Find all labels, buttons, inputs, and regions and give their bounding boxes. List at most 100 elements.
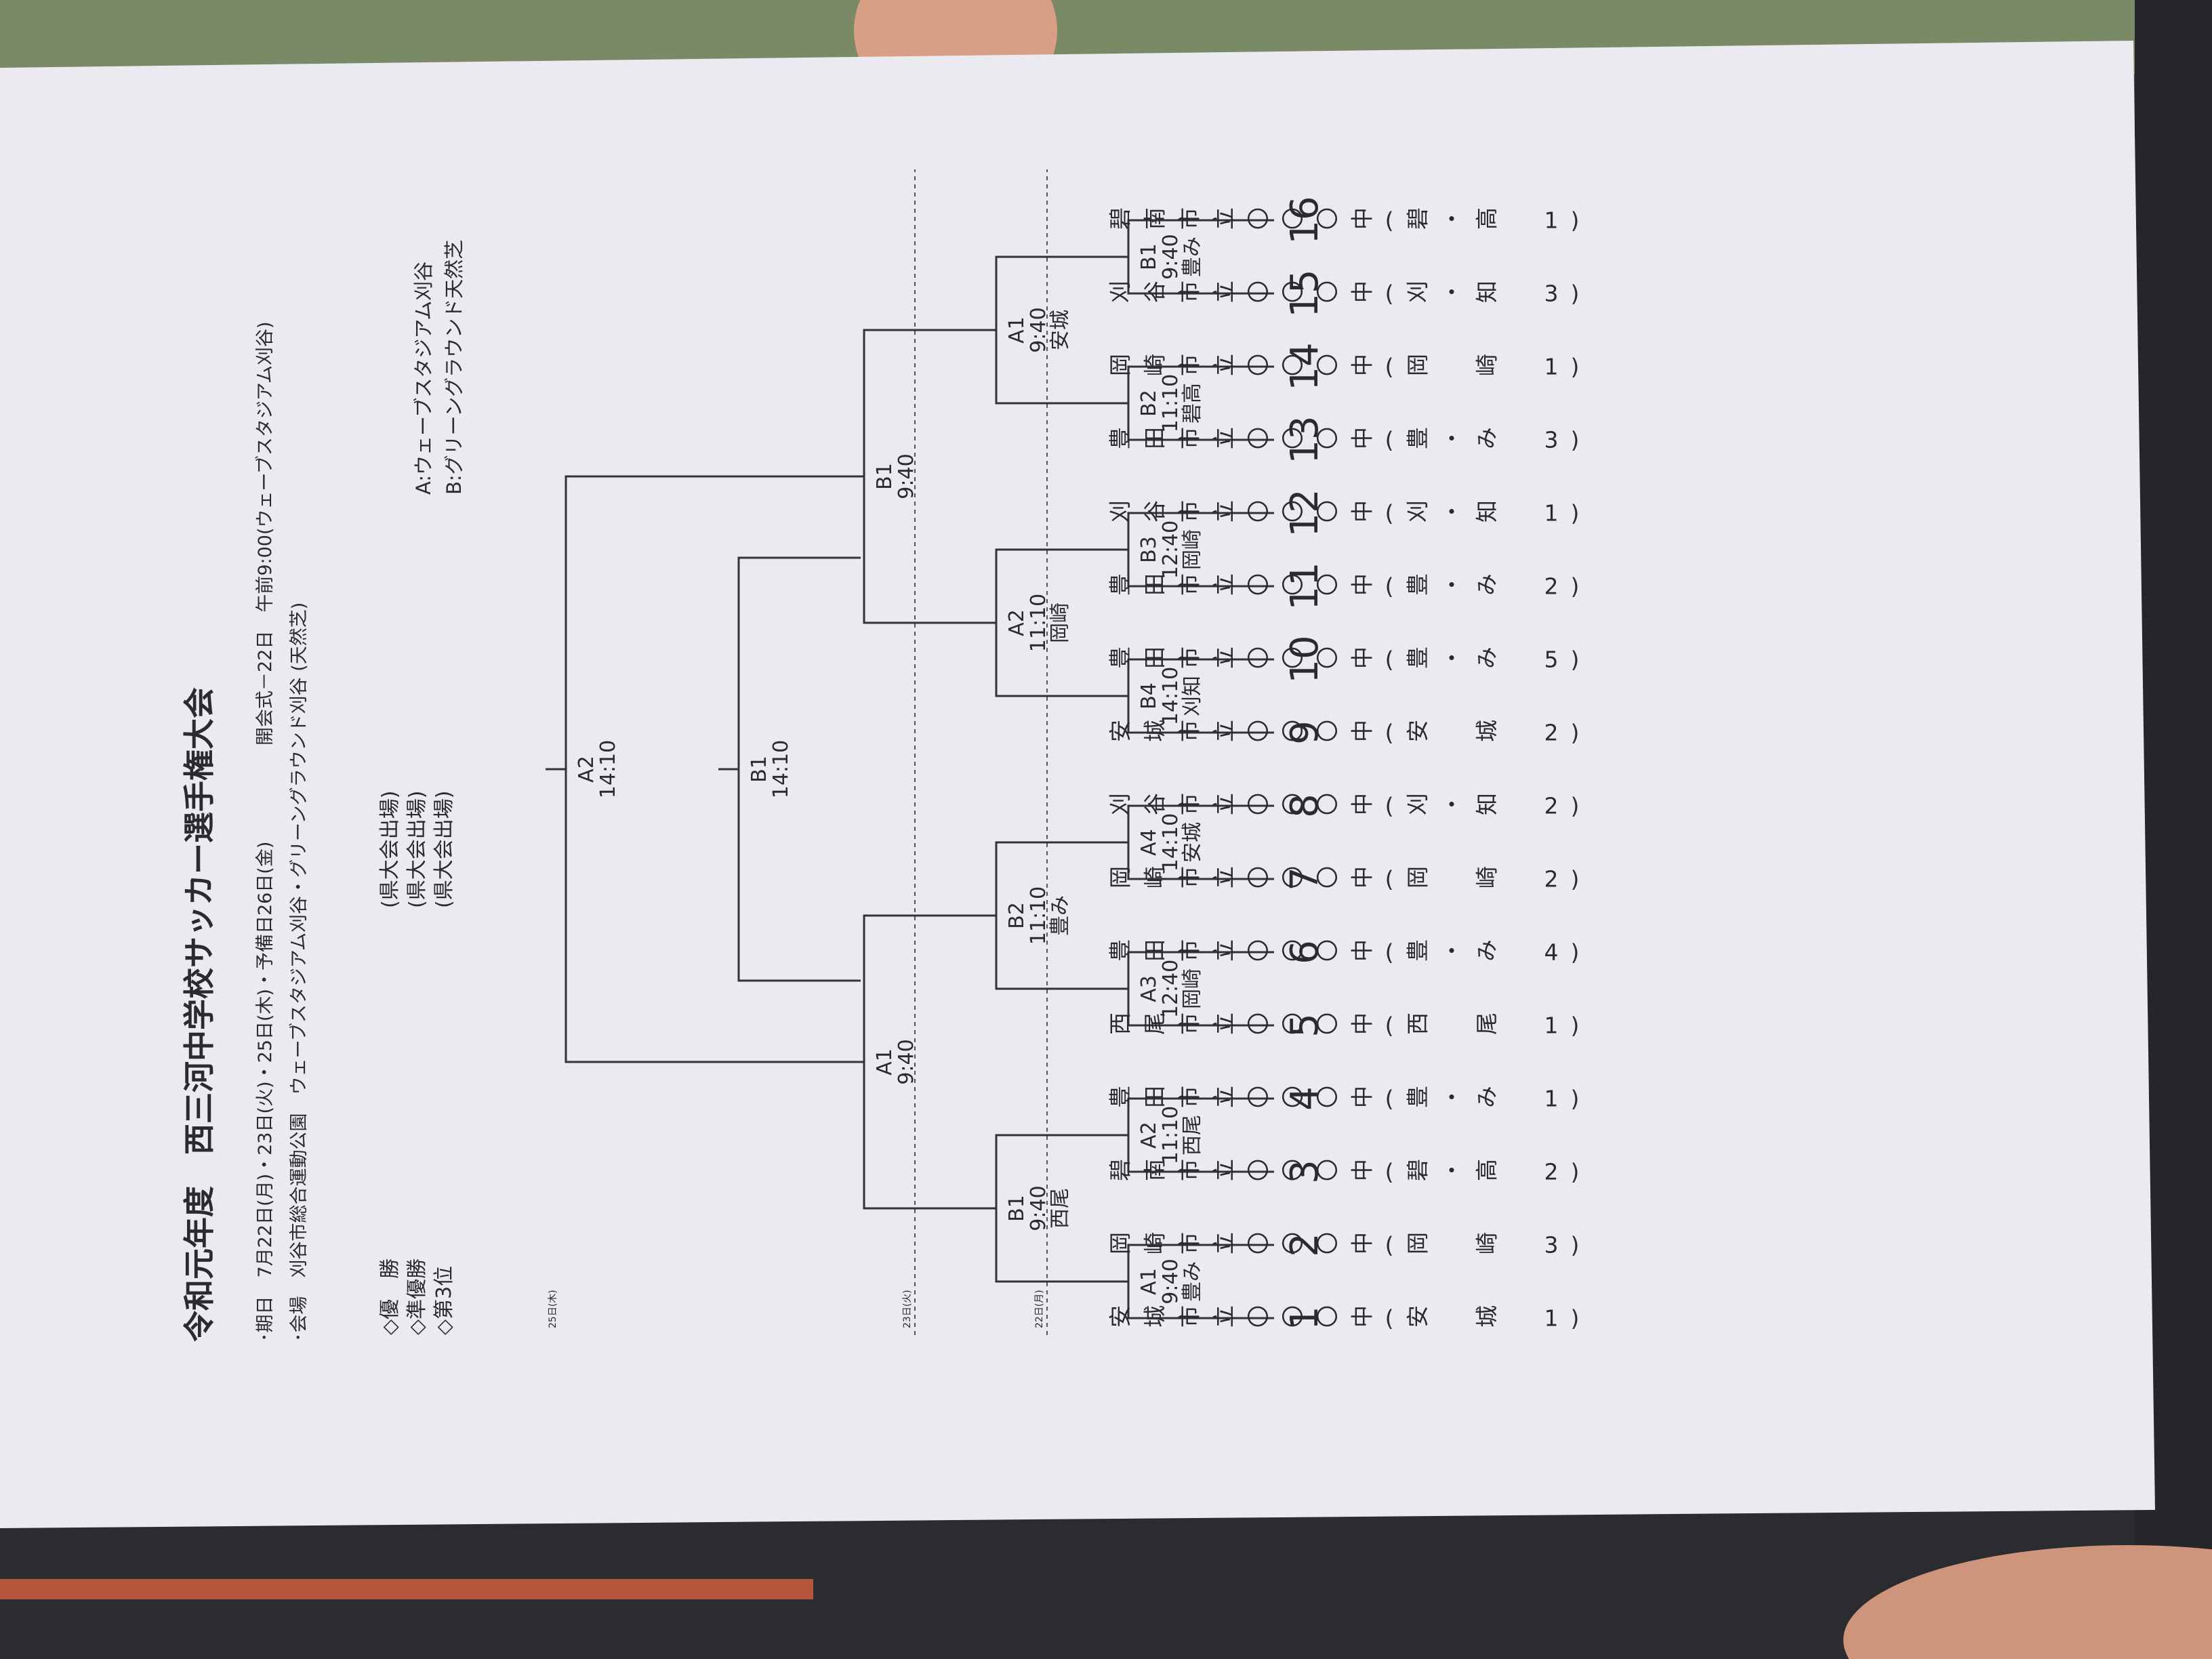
award-label: ◇準優勝 <box>405 1258 429 1335</box>
schedule-dates: ･期日 7月22日(月)・23日(火)・25日(木)・予備日26日(金) <box>255 842 276 1342</box>
day-label: 23日(火) <box>902 1290 913 1328</box>
award-label: ◇第3位 <box>432 1266 456 1335</box>
match-label-line: 14:10 <box>1159 813 1183 872</box>
team-number: 8 <box>1283 794 1327 818</box>
match-label-line: A2 <box>1005 609 1029 636</box>
award-note: (県大会出場) <box>378 791 402 908</box>
team-number: 11 <box>1283 562 1327 610</box>
awards-block: ◇優 勝 ◇準優勝 ◇第3位 (県大会出場) (県大会出場) (県大会出場) <box>378 791 456 1335</box>
team-number: 1 <box>1283 1306 1327 1330</box>
team-number: 9 <box>1283 720 1327 745</box>
venue-legend: A:ウェーブスタジアム刈谷 B:グリーングラウンド天然芝 <box>412 240 466 495</box>
day-label: 25日(木) <box>548 1290 558 1328</box>
team-number: 14 <box>1283 342 1327 390</box>
match-label-line: 11:10 <box>1027 594 1050 652</box>
match-label-line: 岡崎 <box>1181 529 1204 570</box>
hand-bottom-right <box>1843 1545 2212 1659</box>
match-label-line: 西尾 <box>1181 1115 1204 1155</box>
match-label-line: A4 <box>1137 829 1161 856</box>
team-school: 豊田市立〇〇〇中(豊・み 2) <box>1109 573 1592 600</box>
team-school: 安城市立〇〇〇中(安 城 2) <box>1109 720 1592 746</box>
match-label-line: B2 <box>1005 902 1029 929</box>
team-school: 岡崎市立〇〇〇中(岡 崎 3) <box>1109 1232 1592 1258</box>
team-school: 豊田市立〇〇〇中(豊・み 5) <box>1109 647 1592 673</box>
team-number: 10 <box>1283 635 1327 683</box>
team-school: 安城市立〇〇〇中(安 城 1) <box>1109 1305 1592 1332</box>
match-label-line: 9:40 <box>1027 307 1050 352</box>
tablet-case-edge <box>0 1579 813 1599</box>
team-number: 13 <box>1283 415 1327 464</box>
match-label-line: A2 <box>1137 1122 1161 1149</box>
bracket-document: 令和元年度 西三河中学校サッカー選手権大会 ･期日 7月22日(月)・23日(火… <box>181 169 1591 1342</box>
match-label-line: B2 <box>1137 390 1161 417</box>
team-number: 15 <box>1283 269 1327 317</box>
match-label-line: 9:40 <box>1159 1258 1183 1304</box>
match-label-line: 安城 <box>1048 310 1072 350</box>
match-label-line: 豊み <box>1181 1261 1204 1302</box>
semifinal-match: B19:40 <box>873 453 918 499</box>
match-label-line: 11:10 <box>1027 886 1050 945</box>
match-label-line: B3 <box>1137 536 1161 563</box>
match-label-line: 14:10 <box>1159 667 1183 725</box>
team-school: 豊田市立〇〇〇中(豊・み 1) <box>1109 1086 1592 1112</box>
paper-sheet <box>0 41 2155 1528</box>
match-label-line: 12:40 <box>1159 520 1183 579</box>
bracket-tree <box>546 219 1274 1319</box>
day-separators: 22日(月) 23日(火) 25日(木) <box>548 169 1048 1335</box>
team-school: 岡崎市立〇〇〇中(岡 崎 1) <box>1109 354 1592 380</box>
team-school: 刈谷市立〇〇〇中(刈・知 3) <box>1109 281 1592 307</box>
match-label-line: B1 <box>747 756 771 783</box>
team-school: 豊田市立〇〇〇中(豊・み 3) <box>1109 427 1592 453</box>
match-label-line: 岡崎 <box>1181 968 1204 1009</box>
team-number: 7 <box>1283 867 1327 891</box>
match-label-line: A2 <box>575 756 598 783</box>
team-number: 16 <box>1283 196 1327 244</box>
match-label-line: 9:40 <box>895 1039 918 1084</box>
team-school: 岡崎市立〇〇〇中(岡 崎 2) <box>1109 866 1592 893</box>
match-label-line: 豊み <box>1181 237 1204 277</box>
team-number: 2 <box>1283 1233 1327 1257</box>
match-label-line: B4 <box>1137 682 1161 710</box>
match-label-line: A1 <box>873 1048 897 1076</box>
match-label-line: A1 <box>1005 316 1029 344</box>
venue-legend-b: B:グリーングラウンド天然芝 <box>443 240 466 495</box>
match-label-line: 9:40 <box>1027 1185 1050 1231</box>
award-note: (県大会出場) <box>432 791 456 908</box>
team-school: 刈谷市立〇〇〇中(刈・知 1) <box>1109 500 1592 527</box>
semifinal-match: A19:40 <box>873 1039 918 1084</box>
match-label-line: 11:10 <box>1159 374 1183 432</box>
match-label-line: 豊み <box>1048 895 1072 936</box>
match-label-line: 11:10 <box>1159 1106 1183 1164</box>
team-school: 西尾市立〇〇〇中(西 尾 1) <box>1109 1012 1592 1039</box>
team-number: 6 <box>1283 940 1327 964</box>
match-label-line: 14:10 <box>596 740 620 798</box>
match-labels: A19:40豊みA211:10西尾A312:40岡崎A414:10安城B414:… <box>575 234 1204 1304</box>
match-label-line: B1 <box>1005 1195 1029 1222</box>
team-number: 4 <box>1283 1086 1327 1111</box>
